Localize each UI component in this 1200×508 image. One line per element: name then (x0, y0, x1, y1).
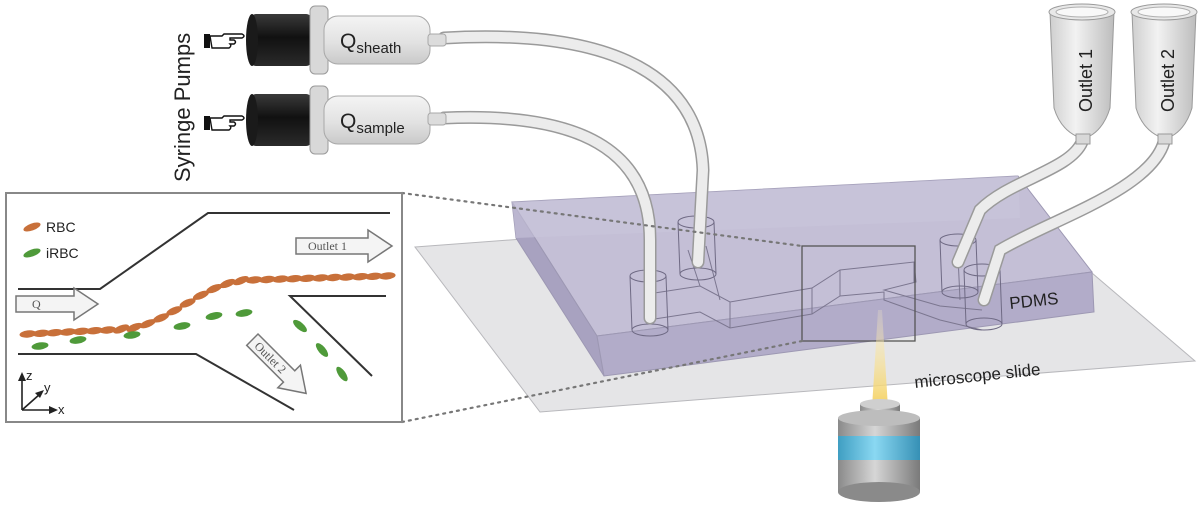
syringe-sheath (246, 5, 447, 75)
rbc-cell (126, 322, 143, 333)
pointing-hand-icon (204, 115, 245, 131)
rbc-cell (19, 330, 37, 338)
syringe-sample (246, 85, 447, 155)
outlet-2-label: Outlet 2 (1158, 49, 1178, 112)
axis-z-label: z (26, 368, 33, 383)
rbc-cell (46, 329, 64, 337)
light-cone (872, 310, 888, 408)
rbc-cell (59, 328, 77, 336)
rbc-cell (86, 327, 103, 335)
irbc-cell (205, 312, 223, 320)
microchannel (647, 245, 983, 331)
cells-layer (19, 272, 396, 382)
outlet-1-arrow: Outlet 1 (295, 228, 394, 264)
rbc-cell (72, 327, 90, 335)
rbc-cell (99, 326, 117, 334)
irbc-cell (69, 336, 87, 344)
irbc-cell (315, 343, 329, 357)
irbc-cell (31, 342, 49, 350)
irbc-cell (123, 331, 141, 339)
syringe-pumps-label: Syringe Pumps (170, 33, 195, 182)
rbc-cell (166, 306, 183, 316)
irbc-cell (293, 319, 307, 333)
rbc-cell (258, 275, 276, 284)
channel-wall-bottom (18, 353, 295, 411)
rbc-cell (192, 290, 209, 300)
zoom-line (400, 339, 804, 424)
rbc-cell (232, 275, 249, 286)
irbc-cell (235, 309, 253, 317)
rbc-legend-swatch (23, 222, 41, 232)
outlet-1-label: Outlet 1 (1076, 49, 1096, 112)
rbc-legend-label: RBC (46, 219, 76, 235)
rbc-cell (245, 276, 263, 284)
irbc-legend-swatch (23, 248, 41, 258)
rbc-cell (219, 278, 236, 289)
outlet-ports (939, 233, 1003, 331)
rbc-cell (153, 313, 169, 323)
outlet-2-reservoir (1130, 3, 1198, 145)
rbc-cell (179, 298, 196, 308)
rbc-cell (312, 274, 330, 282)
q-arrow: Q (15, 286, 100, 322)
rbc-cell (272, 275, 290, 283)
rbc-cell (325, 273, 343, 282)
irbc-cell (173, 322, 191, 330)
q-sample-label: Qsample (340, 110, 405, 137)
irbc-cell (336, 366, 348, 382)
zoom-line (400, 191, 804, 248)
q-sheath-label: Qsheath (340, 30, 401, 57)
axis-x-label: x (58, 402, 65, 417)
rbc-cell (365, 272, 383, 280)
rbc-cell (32, 329, 50, 337)
rbc-cell (338, 273, 356, 281)
pointing-hand-icon (204, 33, 245, 49)
channel-wall-divider (287, 295, 386, 377)
axis-y-label: y (44, 380, 51, 395)
svg-text:Outlet 1: Outlet 1 (308, 239, 347, 253)
outlet-1-reservoir (1048, 3, 1116, 145)
tubing (437, 30, 1171, 325)
microscope-objective (838, 399, 920, 502)
rbc-cell (378, 272, 396, 280)
rbc-cell (139, 319, 156, 329)
rbc-cell (206, 283, 223, 294)
rbc-cell (298, 274, 316, 282)
rbc-cell (285, 275, 303, 283)
observation-window (801, 245, 916, 342)
rbc-cell (113, 324, 130, 334)
axes-icon (18, 372, 58, 414)
rbc-cell (352, 273, 369, 281)
irbc-legend-label: iRBC (46, 245, 79, 261)
channel-wall-top (18, 212, 390, 290)
svg-text:Q: Q (32, 297, 41, 311)
